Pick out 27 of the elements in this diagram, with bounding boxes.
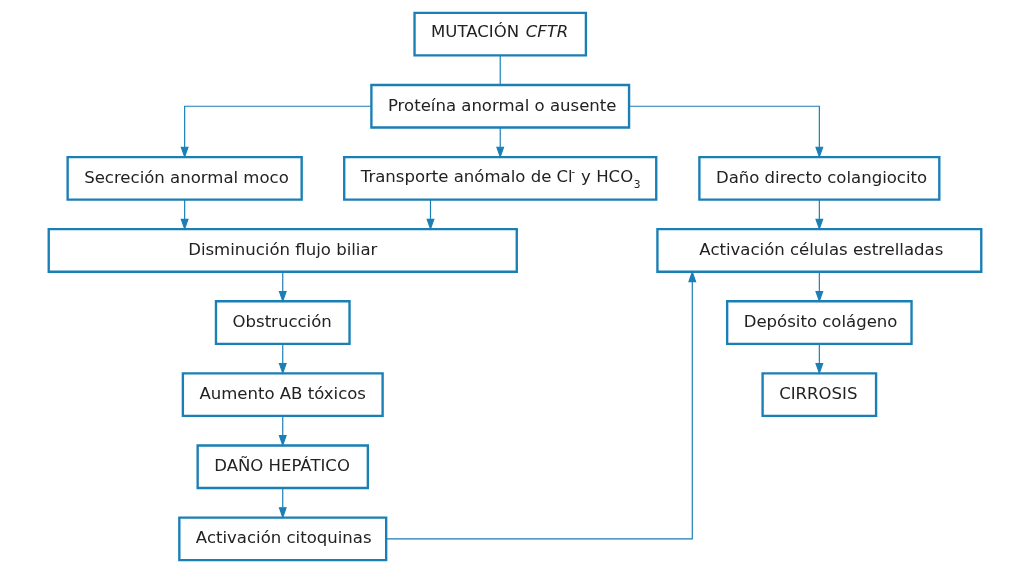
arrow	[180, 105, 372, 159]
arrow	[628, 105, 823, 159]
arrow	[425, 199, 435, 231]
node-box: CIRROSIS	[760, 372, 877, 418]
arrow	[814, 199, 823, 231]
node-box: Obstrucción	[214, 300, 351, 345]
arrow	[278, 343, 287, 375]
node-box: Daño directo colangiocito	[697, 155, 940, 201]
arrow	[180, 199, 189, 231]
connector	[499, 55, 501, 86]
arrow	[385, 270, 696, 540]
node-box: Secreción anormal moco	[65, 155, 303, 201]
node-box: Aumento AB tóxicos	[181, 372, 384, 418]
node-box: Disminución flujo biliar	[47, 228, 518, 273]
arrow	[278, 415, 287, 447]
node-box: Activación citoquinas	[177, 516, 387, 562]
node-box: Activación células estrelladas	[655, 228, 982, 273]
node-box: Proteína anormal o ausente	[369, 83, 630, 129]
node-box: Depósito colágeno	[725, 300, 913, 345]
arrow	[814, 271, 823, 303]
arrow	[814, 343, 823, 375]
node-box: DAÑO HEPÁTICO	[195, 444, 369, 490]
node-box: Transporte anómalo de Cl$^{-}$ y HCO$_{3}$	[342, 155, 657, 201]
arrow	[278, 487, 287, 519]
arrow	[278, 271, 287, 303]
node-box: MUTACIÓN CFTR	[412, 11, 587, 57]
arrow	[495, 127, 504, 159]
